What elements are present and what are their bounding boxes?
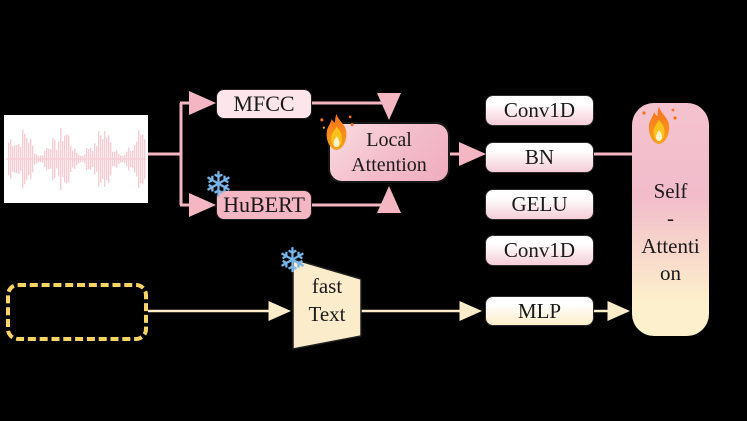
local-attention-box: Local Attention — [328, 122, 450, 183]
audio-waveform — [4, 115, 148, 203]
fasttext-label-line1: fast — [311, 274, 343, 298]
mfcc-label: MFCC — [233, 91, 295, 116]
self-attention-label-line2: - — [667, 206, 674, 231]
conv1d-bottom-label: Conv1D — [503, 238, 576, 262]
arrow-mfcc-to-local-attention — [312, 93, 401, 120]
gelu-box: GELU — [485, 189, 594, 220]
bn-label: BN — [524, 145, 555, 169]
self-attention-box: Self - Attenti on — [632, 103, 709, 336]
arrow-hubert-to-local-attention — [312, 186, 401, 213]
mlp-box: MLP — [485, 296, 594, 326]
self-attention-label-line1: Self — [653, 178, 688, 203]
mlp-label: MLP — [517, 298, 562, 323]
text-input-dashed-box — [6, 283, 148, 341]
conv1d-top-box: Conv1D — [485, 95, 594, 126]
conv1d-bottom-box: Conv1D — [485, 235, 594, 266]
local-attention-label: Local Attention — [351, 128, 427, 176]
fasttext-label-line2: Text — [308, 302, 346, 327]
conv1d-top-label: Conv1D — [503, 98, 576, 122]
mfcc-box: MFCC — [216, 89, 312, 119]
fasttext-block: fast Text — [292, 258, 362, 350]
self-attention-label-line3: Attenti — [641, 233, 700, 258]
fasttext-trapezoid-shape — [292, 258, 362, 350]
hubert-box: HuBERT — [216, 190, 312, 220]
fasttext-label: fast Text — [292, 272, 362, 329]
waveform-image — [6, 127, 146, 191]
gelu-label: GELU — [511, 192, 568, 216]
self-attention-label-line4: on — [660, 260, 681, 285]
bn-box: BN — [485, 142, 594, 173]
hubert-label: HuBERT — [223, 192, 305, 217]
